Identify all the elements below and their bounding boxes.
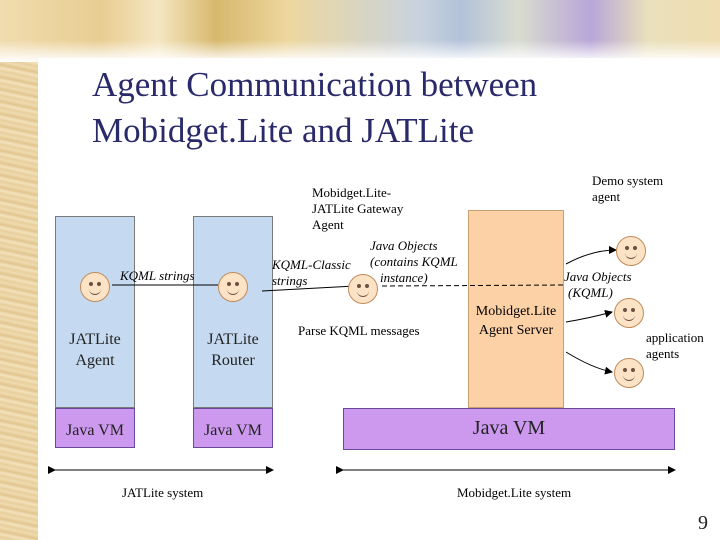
slide-title: Agent Communication between Mobidget.Lit… — [92, 65, 538, 150]
smiley-face-icon — [80, 272, 110, 302]
mobidget-agent-server-box — [468, 210, 564, 408]
arrow-to-app-agent-1 — [565, 309, 613, 323]
parse-kqml-messages-label: Parse KQML messages — [298, 323, 420, 338]
java-objects-kqml-label: Java Objects (KQML) — [564, 269, 632, 300]
demo-system-agent-label: Demo system agent — [592, 173, 664, 204]
smiley-face-icon — [614, 358, 644, 388]
java-objects-link — [381, 284, 566, 287]
kqml-strings-label: KQML strings — [120, 268, 195, 283]
kqml-classic-link — [261, 285, 356, 292]
jatlite-router-box — [193, 216, 273, 408]
parchment-left-bar — [0, 0, 38, 540]
smiley-face-icon — [348, 274, 378, 304]
arrow-to-demo-agent — [565, 246, 617, 265]
application-agents-label: application agents — [646, 330, 704, 361]
jatlite-system-label: JATLite system — [122, 485, 204, 500]
java-objects-kqml-instance-label: Java Objects (contains KQML instance) — [370, 238, 458, 285]
java-vm-label-1: Java VM — [66, 422, 124, 439]
arrow-to-app-agent-2 — [565, 351, 613, 375]
kqml-classic-strings-label: KQML-Classic strings — [272, 257, 351, 288]
java-vm-label-3: Java VM — [472, 417, 546, 439]
mobidget-system-label: Mobidget.Lite system — [457, 485, 572, 500]
mobidget-agent-server-label: Mobidget.Lite Agent Server — [475, 304, 557, 338]
jatlite-agent-label: JATLite Agent — [69, 331, 121, 369]
smiley-face-icon — [218, 272, 248, 302]
java-vm-mobidget — [343, 408, 675, 450]
java-vm-label-2: Java VM — [204, 422, 262, 439]
jatlite-router-label: JATLite Router — [207, 331, 259, 369]
gateway-agent-label: Mobidget.Lite- JATLite Gateway Agent — [312, 185, 404, 232]
jatlite-agent-box — [55, 216, 135, 408]
smiley-face-icon — [616, 236, 646, 266]
java-vm-jatlite-router — [193, 408, 273, 448]
page-number: 9 — [698, 512, 708, 534]
smiley-face-icon — [614, 298, 644, 328]
java-vm-jatlite-agent — [55, 408, 135, 448]
